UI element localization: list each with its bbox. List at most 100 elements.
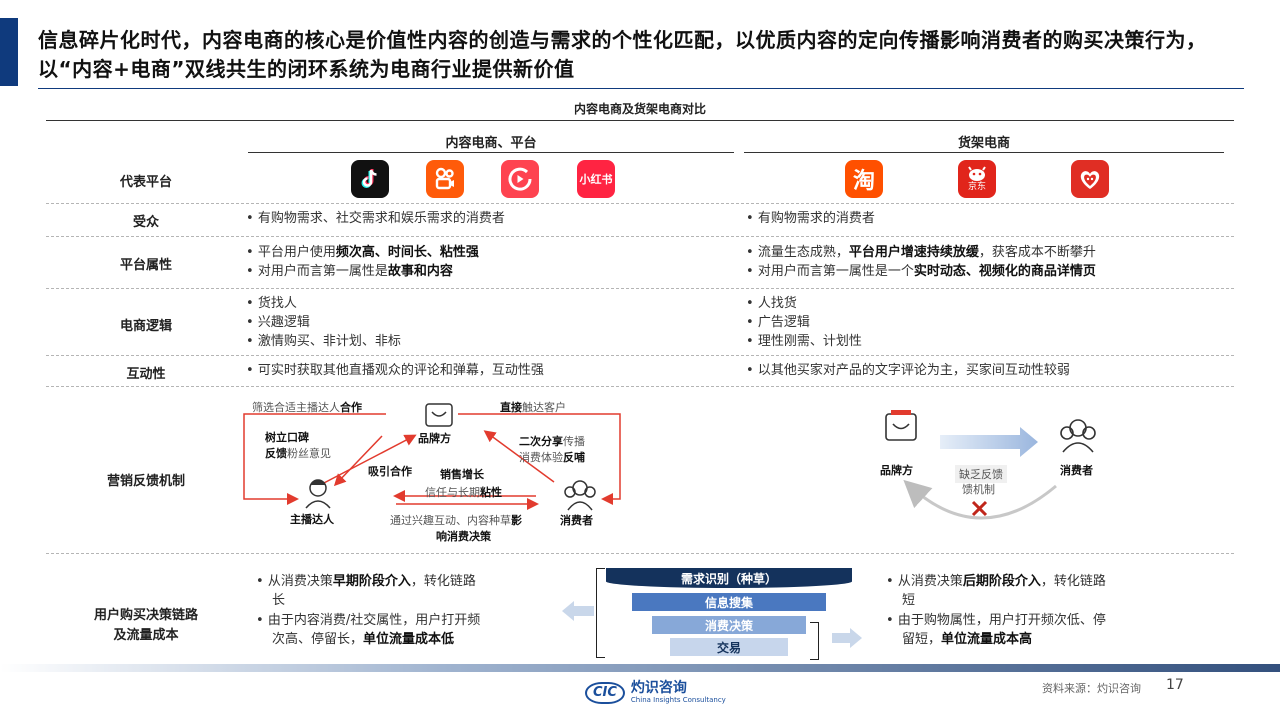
row-divider: [46, 553, 1234, 554]
shelf-brand-bag-icon: [885, 410, 917, 441]
diagram-label-direct-reach: 直接触达客户: [500, 401, 566, 414]
purchase-content-item-cont: 次高、停留长，单位流量成本低: [272, 632, 455, 647]
attribute-content-item: • 对用户而言第一属性是故事和内容: [246, 264, 453, 279]
row-label-logic: 电商逻辑: [119, 319, 172, 334]
shelf-consumer-group-icon: [1060, 419, 1096, 453]
row-divider: [46, 355, 1234, 356]
anchor-person-icon: [305, 479, 331, 509]
douyin-logo-icon: [351, 160, 389, 198]
attribute-content-item: • 平台用户使用频次高、时间长、粘性强: [246, 245, 479, 260]
diagram-label-decision: 响消费决策: [436, 530, 491, 543]
row-label-platform: 代表平台: [119, 175, 172, 190]
purchase-shelf-item: • 由于购物属性，用户打开频次低、停: [886, 613, 1106, 628]
jd-logo-text: 京东: [967, 182, 986, 192]
purchase-content-item: • 由于内容消费/社交属性，用户打开频: [256, 613, 481, 628]
row-label-purchase-1: 用户购买决策链路: [93, 608, 198, 623]
shelf-feedback-diagram: [885, 410, 1096, 520]
attribute-shelf-item: • 流量生态成熟，平台用户增速持续放缓，获客成本不断攀升: [746, 245, 1096, 260]
row-label-interaction: 互动性: [126, 367, 166, 382]
row-divider: [46, 203, 1234, 204]
row-label-marketing: 营销反馈机制: [106, 474, 185, 489]
brand-bag-icon: [425, 403, 453, 427]
left-arrow-icon: [562, 601, 594, 621]
diagram-label-anchor: 主播达人: [290, 513, 334, 526]
funnel-stage-2: 信息搜集: [632, 593, 826, 611]
funnel-stage-4: 交易: [670, 638, 788, 656]
row-label-audience: 受众: [132, 215, 159, 230]
purchase-shelf-item: • 从消费决策后期阶段介入，转化链路: [886, 574, 1106, 589]
cic-logo-text: 灼识咨询 China Insights Consultancy: [631, 680, 726, 705]
interaction-shelf-item: • 以其他买家对产品的文字评论为主，买家间互动性较弱: [746, 363, 1070, 378]
interaction-content-item: • 可实时获取其他直播观众的评论和弹幕，互动性强: [246, 363, 544, 378]
funnel-bracket-right: [810, 622, 819, 660]
purchase-shelf-item-cont: 留短，单位流量成本高: [902, 632, 1033, 647]
diagram-label-reputation: 树立口碑: [265, 431, 309, 444]
shelf-cross-icon: [971, 500, 988, 517]
attribute-shelf-item: • 对用户而言第一属性是一个实时动态、视频化的商品详情页: [746, 264, 1096, 279]
xiaohongshu-logo-icon: 小红书: [577, 160, 615, 198]
column-head-content: 内容电商、平台: [445, 136, 537, 151]
logic-content-item: • 激情购买、非计划、非标: [246, 334, 401, 349]
cic-logo-en: China Insights Consultancy: [630, 696, 726, 704]
funnel-stage-3: 消费决策: [652, 616, 806, 634]
arrow-consumer-to-brand: [483, 430, 555, 483]
diagram-label-trust: 信任与长期粘性: [425, 486, 502, 499]
shelf-label-lack-1: 缺乏反馈: [955, 465, 1007, 483]
diagram-label-nurture: 消费体验反哺: [519, 451, 585, 464]
column-head-shelf: 货架电商: [957, 136, 1010, 151]
jd-logo-icon: 京东: [958, 160, 996, 198]
diagram-label-sales: 销售增长: [440, 468, 484, 481]
content-feedback-diagram: [243, 403, 621, 511]
kuaishou-logo-icon: [426, 160, 464, 198]
shelf-return-arrow: [903, 479, 1057, 520]
logic-shelf-item: • 理性刚需、计划性: [746, 334, 862, 349]
arrow-brand-to-consumer: [458, 413, 621, 505]
cic-logo-cn: 灼识咨询: [630, 680, 687, 696]
funnel-stage-1: 需求识别（种草）: [606, 568, 852, 588]
row-divider: [46, 386, 1234, 387]
diagram-label-influence: 通过兴趣互动、内容种草影: [390, 514, 522, 527]
column-rule-content: [248, 152, 734, 153]
table-title: 内容电商及货架电商对比: [573, 102, 706, 116]
shelf-label-lack-2: 馈机制: [962, 483, 995, 496]
purchase-content-item: • 从消费决策早期阶段介入，转化链路: [256, 574, 476, 589]
audience-content-item: • 有购物需求、社交需求和娱乐需求的消费者: [246, 211, 505, 226]
row-label-attribute: 平台属性: [119, 258, 172, 273]
purchase-content-item-cont: 长: [272, 593, 286, 608]
source-note: 资料来源：灼识咨询: [1042, 682, 1141, 695]
shelf-label-consumer: 消费者: [1060, 464, 1093, 477]
audience-shelf-item: • 有购物需求的消费者: [746, 211, 875, 226]
diagram-label-cooperate: 筛选合适主播达人合作: [252, 401, 362, 414]
purchase-shelf-item-cont: 短: [902, 593, 916, 608]
logic-content-item: • 兴趣逻辑: [246, 315, 310, 330]
arrow-brand-to-anchor: [243, 413, 386, 505]
logic-shelf-item: • 广告逻辑: [746, 315, 810, 330]
shelf-flow-arrow: [940, 427, 1038, 457]
diagram-label-attract: 吸引合作: [368, 465, 412, 478]
footer-band: [0, 664, 1280, 672]
table-top-rule: [46, 120, 1234, 121]
xigua-video-logo-icon: [501, 160, 539, 198]
row-divider: [46, 236, 1234, 237]
cic-logo: CIC 灼识咨询 China Insights Consultancy: [585, 680, 726, 705]
taobao-logo-icon: 淘: [845, 160, 883, 198]
pinduoduo-logo-icon: [1071, 160, 1109, 198]
funnel-bracket-left: [596, 568, 605, 658]
row-label-purchase-2: 及流量成本: [113, 628, 179, 643]
right-arrow-icon: [832, 628, 862, 648]
arrow-brand-attract-anchor: [333, 435, 383, 487]
accent-bar: [0, 18, 18, 86]
diagram-label-share: 二次分享传播: [519, 435, 585, 448]
row-divider: [46, 288, 1234, 289]
headline-divider: [38, 88, 1244, 89]
consumer-group-icon: [564, 480, 596, 511]
page-headline: 信息碎片化时代，内容电商的核心是价值性内容的创造与需求的个性化匹配，以优质内容的…: [38, 28, 1207, 81]
logic-content-item: • 货找人: [246, 296, 297, 311]
diagram-label-consumer: 消费者: [560, 514, 593, 527]
cic-logo-mark: CIC: [585, 681, 625, 704]
diagram-label-brand: 品牌方: [418, 432, 451, 445]
column-rule-shelf: [744, 152, 1224, 153]
shelf-label-brand: 品牌方: [880, 464, 913, 477]
page-number: 17: [1166, 677, 1184, 693]
diagram-label-feedback: 反馈粉丝意见: [265, 447, 331, 460]
